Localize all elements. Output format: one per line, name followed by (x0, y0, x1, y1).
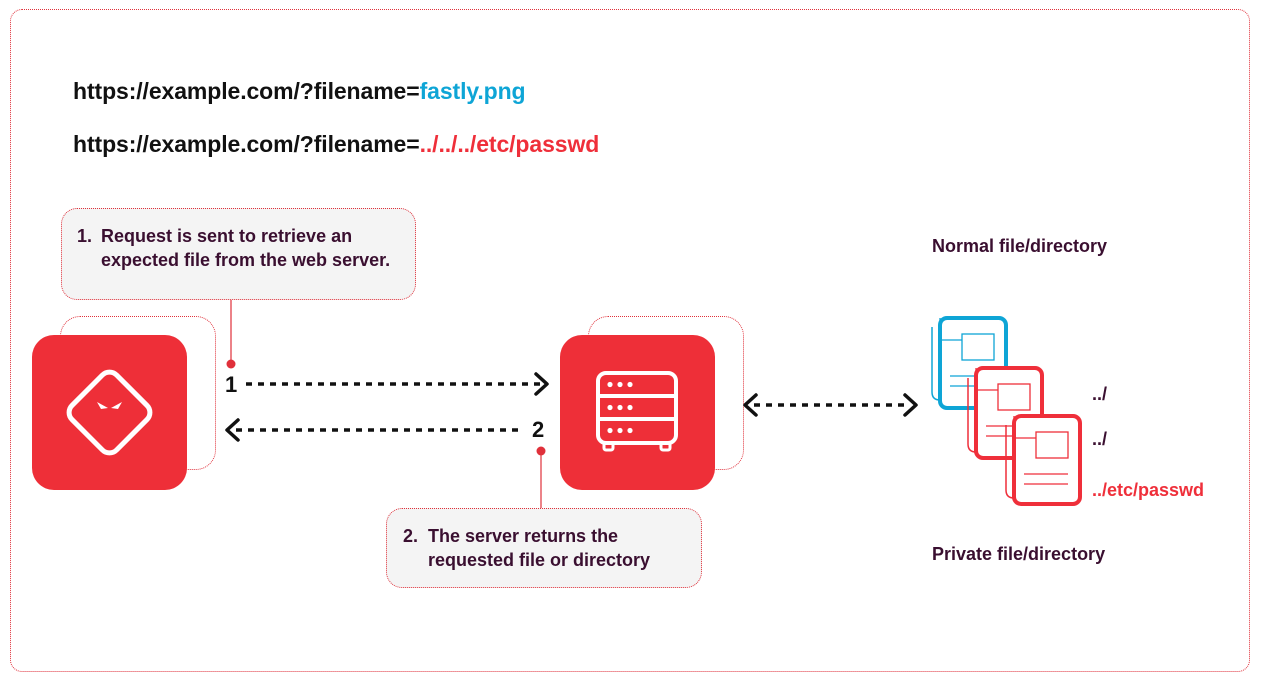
callout-step-1: 1. Request is sent to retrieve an expect… (61, 208, 416, 300)
url-traversal-filename: ../../../etc/passwd (419, 131, 600, 157)
callout-step-2: 2. The server returns the requested file… (386, 508, 702, 588)
server-icon (596, 371, 678, 452)
url-normal-filename: fastly.png (419, 78, 526, 104)
private-file-label: Private file/directory (932, 544, 1106, 564)
url-traversal-prefix: https://example.com/?filename= (73, 131, 420, 157)
url-normal-prefix: https://example.com/?filename= (73, 78, 420, 104)
attacker-tile (32, 335, 187, 490)
response-step-label: 2 (532, 417, 545, 442)
path-segment-2: ../ (1092, 429, 1108, 449)
request-step-label: 1 (225, 372, 238, 397)
diagram-frame (10, 9, 1250, 672)
url-traversal: https://example.com/?filename=../../../e… (73, 131, 599, 158)
callout-step-1-text: Request is sent to retrieve an expected … (101, 226, 391, 270)
callout-step-2-text: The server returns the requested file or… (428, 526, 651, 570)
server-tile (560, 335, 715, 490)
path-segment-1: ../ (1092, 384, 1108, 404)
callout-step-1-number: 1. (77, 226, 93, 246)
attacker-icon (66, 369, 153, 456)
path-segment-target: ../etc/passwd (1092, 480, 1205, 500)
normal-file-label: Normal file/directory (932, 236, 1108, 256)
url-normal: https://example.com/?filename=fastly.png (73, 78, 526, 105)
callout-step-2-number: 2. (403, 526, 419, 546)
